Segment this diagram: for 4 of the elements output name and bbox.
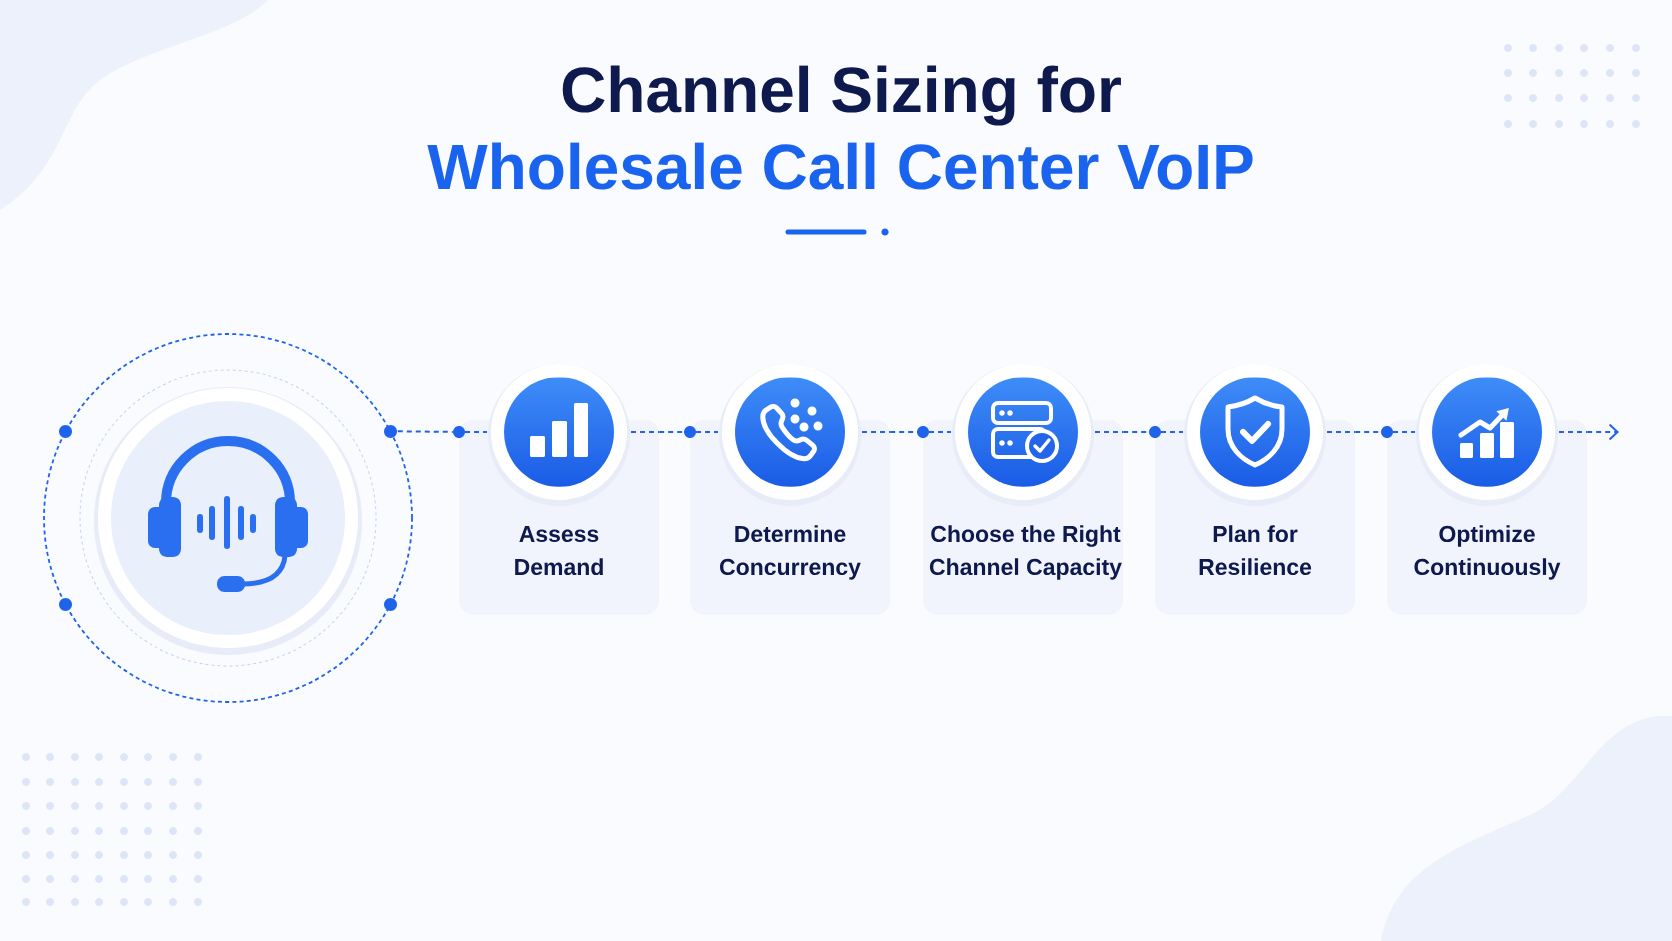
arrow xyxy=(1586,423,1619,441)
title: Channel Sizing for Wholesale Call Center VoIP xyxy=(427,65,1253,190)
connector xyxy=(396,430,454,433)
connector xyxy=(658,431,685,433)
